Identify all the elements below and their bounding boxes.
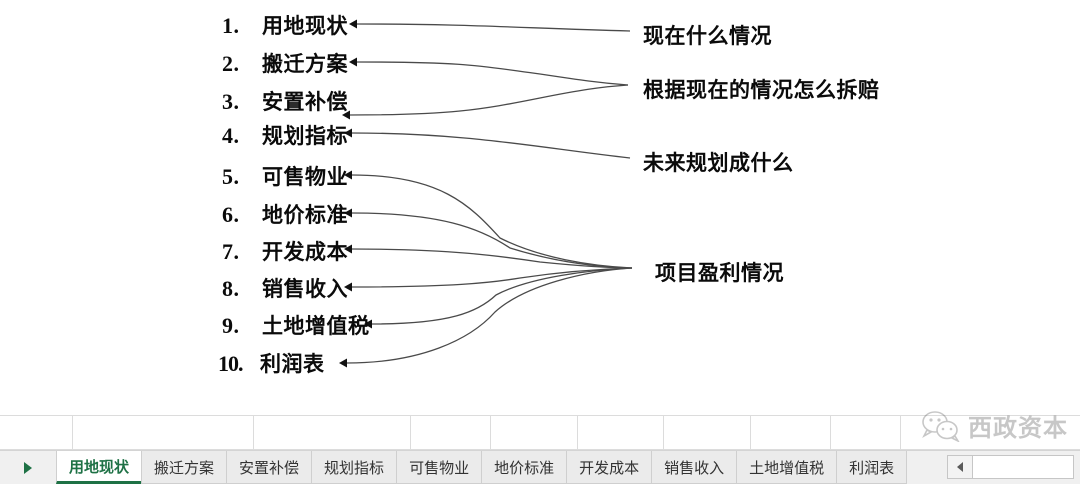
grid-col-line <box>663 415 664 450</box>
grid-col-line <box>577 415 578 450</box>
list-item-number: 5. <box>222 164 240 189</box>
sheet-tab-lirunbiao[interactable]: 利润表 <box>836 451 908 484</box>
list-item-label: 销售收入 <box>262 277 348 301</box>
list-item-number: 9. <box>222 313 240 338</box>
connector-6 <box>344 208 633 269</box>
list-item: 8. 销售收入 <box>222 273 348 303</box>
connector-8 <box>344 267 633 292</box>
watermark: 西政资本 <box>921 408 1068 443</box>
connector-10 <box>339 267 633 368</box>
connector-3 <box>342 84 629 120</box>
grid-col-line <box>750 415 751 450</box>
list-item: 2. 搬迁方案 <box>222 48 348 78</box>
group-label-compensation: 根据现在的情况怎么拆赔 <box>643 78 880 102</box>
list-item: 7. 开发成本 <box>222 236 348 266</box>
watermark-text: 西政资本 <box>968 414 1068 442</box>
arrow-connectors <box>339 19 633 368</box>
sheet-nav-buttons[interactable] <box>0 451 56 484</box>
grid-row-line <box>0 415 1080 416</box>
sheet-tab-tudizengzhishui[interactable]: 土地增值税 <box>736 451 838 484</box>
list-item: 4. 规划指标 <box>222 120 348 150</box>
sheet-tab-kaifachengben[interactable]: 开发成本 <box>566 451 653 484</box>
group-label-current-status: 现在什么情况 <box>643 24 772 48</box>
sheet-tab-keshouwuye[interactable]: 可售物业 <box>396 451 483 484</box>
grid-row-line <box>0 449 1080 450</box>
connector-9 <box>364 267 633 329</box>
list-item-label: 利润表 <box>260 352 325 376</box>
horizontal-scrollbar[interactable] <box>947 455 1074 479</box>
list-item-number: 1. <box>222 13 240 38</box>
spreadsheet-grid: 西政资本 <box>0 400 1080 450</box>
list-item-label: 开发成本 <box>262 240 348 264</box>
connector-2 <box>349 57 629 86</box>
sheet-tabs: 用地现状 搬迁方案 安置补偿 规划指标 可售物业 地价标准 开发成本 销售收入 … <box>56 451 908 484</box>
list-item-label: 用地现状 <box>262 14 348 38</box>
grid-col-line <box>253 415 254 450</box>
sheet-tab-yongdixianzhuang[interactable]: 用地现状 <box>56 451 143 484</box>
list-item-number: 7. <box>222 239 240 264</box>
list-item-number: 2. <box>222 51 240 76</box>
list-item-number: 10. <box>218 351 244 376</box>
group-label-profitability: 项目盈利情况 <box>655 261 784 285</box>
grid-col-line <box>900 415 901 450</box>
list-item-number: 8. <box>222 276 240 301</box>
scrollbar-track[interactable] <box>973 456 1073 478</box>
connector-1 <box>349 19 631 32</box>
connector-4 <box>344 128 631 159</box>
sheet-tab-dijiabiaozhun[interactable]: 地价标准 <box>481 451 568 484</box>
sheet-tab-anzhibuchang[interactable]: 安置补偿 <box>226 451 313 484</box>
connector-7 <box>344 244 633 269</box>
list-item: 10. 利润表 <box>218 348 325 378</box>
list-item-label: 搬迁方案 <box>262 52 348 76</box>
diagram-area: 1. 用地现状 2. 搬迁方案 3. 安置补偿 4. 规划指标 5. 可售物业 … <box>218 10 880 378</box>
grid-col-line <box>830 415 831 450</box>
list-item: 9. 土地增值税 <box>222 310 370 340</box>
group-label-future-plan: 未来规划成什么 <box>643 151 794 175</box>
scroll-right-arrow-icon[interactable] <box>24 461 32 474</box>
connector-5 <box>344 170 633 269</box>
list-item: 1. 用地现状 <box>222 10 348 40</box>
sheet-tab-bar: 用地现状 搬迁方案 安置补偿 规划指标 可售物业 地价标准 开发成本 销售收入 … <box>0 450 1080 484</box>
list-item: 3. 安置补偿 <box>222 86 348 116</box>
list-item-label: 土地增值税 <box>262 314 370 338</box>
grid-col-line <box>410 415 411 450</box>
list-item-number: 6. <box>222 202 240 227</box>
list-item-label: 安置补偿 <box>262 90 348 114</box>
list-item-label: 规划指标 <box>262 124 348 148</box>
scroll-left-button[interactable] <box>948 456 973 478</box>
sheet-tab-xiaoshoushouru[interactable]: 销售收入 <box>651 451 738 484</box>
list-item-label: 地价标准 <box>262 203 348 227</box>
grid-col-line <box>490 415 491 450</box>
list-item-label: 可售物业 <box>262 165 348 189</box>
list-item: 5. 可售物业 <box>222 161 348 191</box>
list-item-number: 4. <box>222 123 240 148</box>
tab-bar-spacer <box>906 451 943 484</box>
grid-col-line <box>72 415 73 450</box>
sheet-tab-banqianfangan[interactable]: 搬迁方案 <box>141 451 228 484</box>
scroll-left-arrow-icon[interactable] <box>957 462 963 472</box>
list-item: 6. 地价标准 <box>222 199 348 229</box>
list-item-number: 3. <box>222 89 240 114</box>
sheet-tab-guihuazhibiao[interactable]: 规划指标 <box>311 451 398 484</box>
